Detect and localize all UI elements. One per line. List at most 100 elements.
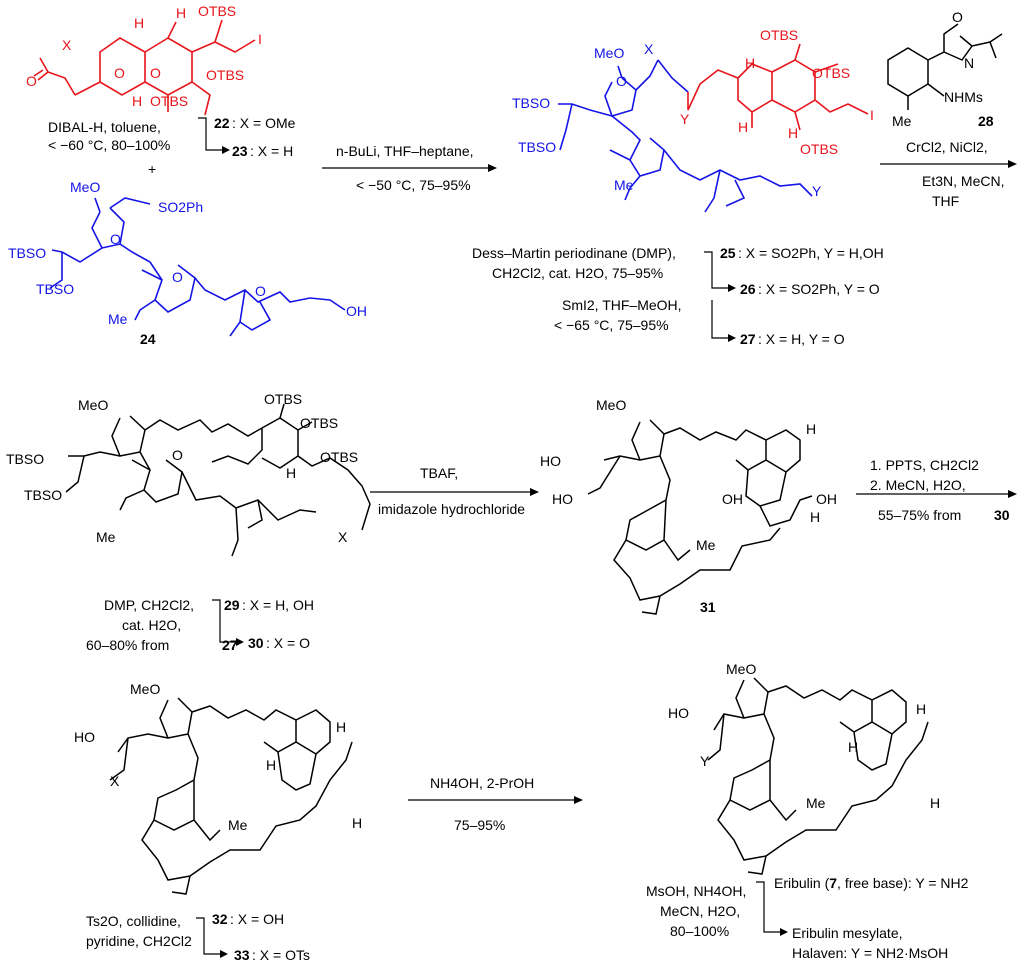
- substituent-text: : X = H, Y = O: [758, 331, 845, 347]
- compound-number: 31: [700, 599, 716, 615]
- compound-number: 33: [234, 947, 250, 963]
- methyl-label: Me: [696, 537, 716, 553]
- hydroxyl-label: OH: [346, 303, 367, 319]
- step-7-conditions: 1. PPTS, CH2Cl2 2. MeCN, H2O, 55–75% fro…: [856, 457, 1017, 523]
- reagent-text: pyridine, CH2Cl2: [86, 933, 192, 949]
- step-1-conditions: DIBAL-H, toluene, < −60 °C, 80–100% 22 :…: [48, 115, 296, 177]
- compound-32-structure: MeO HO X H H H Me: [74, 681, 362, 895]
- reagent-text: NH4OH, 2-PrOH: [430, 775, 534, 791]
- hydroxyl-label: HO: [74, 729, 95, 745]
- methyl-label: Me: [108, 311, 128, 327]
- y-label: Y: [680, 111, 690, 127]
- reagent-text: Et3N, MeCN,: [922, 173, 1004, 189]
- reagent-text: MeCN, H2O,: [660, 903, 740, 919]
- x-label: X: [62, 37, 72, 53]
- reagent-text: MsOH, NH4OH,: [646, 883, 746, 899]
- methoxy-label: MeO: [726, 661, 756, 677]
- ring-o-label: O: [114, 65, 125, 81]
- substituent-text: : X = OMe: [232, 115, 296, 131]
- iodide-label: I: [870, 107, 874, 123]
- h-label: H: [266, 757, 276, 773]
- yield-text: 55–75% from: [878, 507, 961, 523]
- compound-number: 29: [224, 597, 240, 613]
- reagent-text: 2. MeCN, H2O,: [870, 477, 966, 493]
- compound-22-structure: X O O O H H H OTBS OTBS OTBS I: [26, 3, 262, 116]
- methyl-label: Me: [892, 113, 912, 129]
- hydroxyl-label: HO: [552, 491, 573, 507]
- reagent-text: DMP, CH2Cl2,: [104, 597, 194, 613]
- reagent-text: Ts2O, collidine,: [86, 913, 181, 929]
- compound-number: 26: [740, 281, 756, 297]
- compound-number: 30: [994, 507, 1010, 523]
- step-10-conditions: Ts2O, collidine, pyridine, CH2Cl2 32 : X…: [86, 911, 310, 963]
- condition-text: < −60 °C, 80–100%: [48, 137, 170, 153]
- substituent-text: : X = O: [266, 635, 310, 651]
- h-label: H: [810, 509, 820, 525]
- ring-o-label: O: [255, 283, 266, 299]
- ketone-o-label: O: [172, 447, 183, 463]
- substituent-text: : X = H: [250, 143, 293, 159]
- compound-number: 25: [720, 245, 736, 261]
- otbs-label: OTBS: [812, 65, 850, 81]
- compound-number: 24: [140, 331, 156, 347]
- substituent-text: : X = H, OH: [242, 597, 314, 613]
- ring-o-label: O: [616, 73, 627, 89]
- solvent-text: THF: [932, 193, 959, 209]
- eribulin-free-base-text: Eribulin (7, free base): Y = NH2: [774, 875, 969, 891]
- tbso-label: TBSO: [518, 139, 556, 155]
- methyl-label: Me: [96, 529, 116, 545]
- methoxy-label: MeO: [70, 179, 100, 195]
- compound-number: 28: [978, 113, 994, 129]
- compound-25-structure: MeO X O TBSO TBSO Me Y Y OTBS OTBS OTBS …: [512, 27, 874, 213]
- compound-number: 23: [232, 143, 248, 159]
- h-label: H: [745, 55, 755, 71]
- reagent-text: 1. PPTS, CH2Cl2: [870, 457, 979, 473]
- reagent-text: CrCl2, NiCl2,: [906, 139, 988, 155]
- compound-28-structure: O N NHMs Me 28: [887, 9, 1003, 129]
- reagent-text: DIBAL-H, toluene,: [48, 119, 161, 135]
- tbso-label: TBSO: [6, 451, 44, 467]
- step-6-conditions: TBAF, imidazole hydrochloride: [370, 465, 539, 517]
- methyl-label: Me: [806, 795, 826, 811]
- reagent-text: SmI2, THF–MeOH,: [562, 297, 682, 313]
- methyl-label: Me: [614, 177, 634, 193]
- reagent-text: TBAF,: [420, 465, 458, 481]
- otbs-label: OTBS: [264, 391, 302, 407]
- hydroxyl-label: HO: [540, 453, 561, 469]
- x-label: X: [338, 529, 348, 545]
- h-label: H: [916, 701, 926, 717]
- methoxy-label: MeO: [130, 681, 160, 697]
- step-9-conditions: NH4OH, 2-PrOH 75–95%: [408, 775, 583, 833]
- h-label: H: [848, 739, 858, 755]
- yield-text: 80–100%: [670, 923, 729, 939]
- condition-text: < −65 °C, 75–95%: [554, 317, 669, 333]
- h-label: H: [738, 119, 748, 135]
- nitrogen-label: N: [964, 55, 974, 71]
- otbs-label: OTBS: [800, 141, 838, 157]
- step-8-conditions: DMP, CH2Cl2, cat. H2O, 60–80% from 27 29…: [86, 597, 314, 653]
- compound-31-structure: MeO HO HO OH OH H H Me 31: [540, 397, 837, 615]
- nhms-label: NHMs: [944, 89, 983, 105]
- tbso-label: TBSO: [36, 281, 74, 297]
- h-label: H: [806, 421, 816, 437]
- reagent-text: Dess–Martin periodinane (DMP),: [472, 245, 676, 261]
- compound-number: 27: [740, 331, 756, 347]
- x-label: X: [644, 41, 654, 57]
- otbs-label: OTBS: [300, 415, 338, 431]
- otbs-label: OTBS: [198, 3, 236, 19]
- hydroxyl-label: HO: [668, 705, 689, 721]
- h-label: H: [286, 465, 296, 481]
- substituent-text: : X = SO2Ph, Y = H,OH: [738, 245, 884, 261]
- reagent-text: n-BuLi, THF–heptane,: [336, 143, 474, 159]
- h-label: H: [336, 719, 346, 735]
- h-label: H: [930, 795, 940, 811]
- otbs-label: OTBS: [150, 93, 188, 109]
- ring-o-label: O: [150, 65, 161, 81]
- reagent-text: cat. H2O,: [122, 617, 181, 633]
- halaven-text: Halaven: Y = NH2·MsOH: [792, 945, 948, 961]
- tbso-label: TBSO: [512, 95, 550, 111]
- compound-number: 32: [212, 911, 228, 927]
- hydroxyl-label: OH: [722, 491, 743, 507]
- o-label: O: [26, 73, 37, 89]
